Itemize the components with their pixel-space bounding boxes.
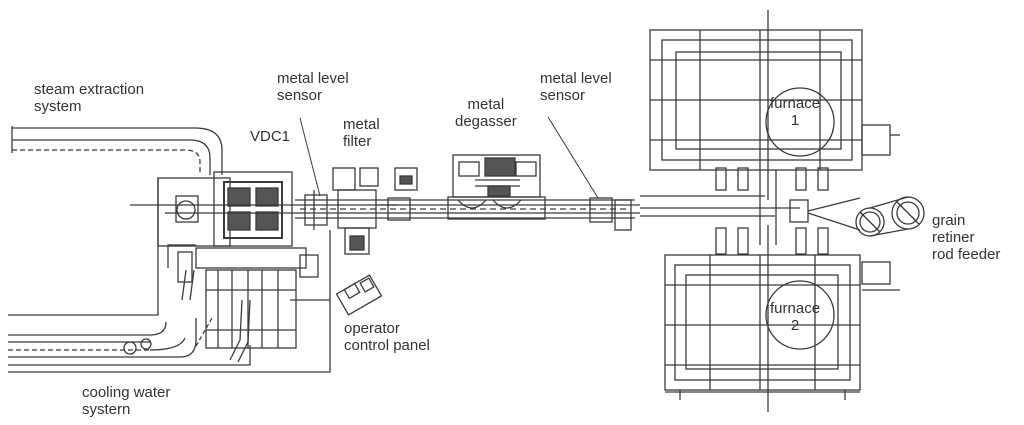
metal-filter-line-1: metal [343,116,380,133]
grain-refiner-line-3: rod feeder [932,246,1001,263]
furnace-2-line-1: furnace [770,300,821,317]
metal-level-sensor-2-line-1: metal level [540,70,612,87]
steam-extraction-label: steam extraction system [34,81,144,115]
metal-filter [332,167,418,255]
metal-level-sensor-2-label: metal level sensor [540,70,612,104]
steam-extraction-line-1: steam extraction [34,81,145,98]
steam-extraction-duct [11,126,223,175]
metal-degasser-label: metal degasser [455,96,517,130]
furnace-2-line-2: 2 [790,317,800,334]
grain-refiner-label: grain retiner rod feeder [932,212,1000,263]
operator-panel-line-2: control panel [344,337,430,354]
furnace-2 [664,225,900,412]
cooling-water-line-1: cooling water [82,384,171,401]
metal-level-sensor-1-line-1: metal level [277,70,349,87]
furnace-2-label: furnace 2 [770,300,820,334]
operator-control-panel [335,274,383,316]
grain-refiner-line-1: grain [932,212,966,229]
furnace-1-line-2: 1 [790,112,800,129]
cooling-water-pipes [8,269,251,363]
metal-degasser [447,154,546,220]
metal-degasser-line-1: metal [467,96,505,113]
furnace-1-line-1: furnace [770,95,821,112]
cooling-water-line-2: systern [82,401,131,418]
metal-level-sensor-1-line-2: sensor [277,87,323,104]
operator-panel-label: operator control panel [344,320,430,354]
operator-panel-line-1: operator [344,320,400,337]
metal-level-sensor-2 [547,116,632,231]
metal-filter-line-2: filter [343,133,372,150]
vdc1-label: VDC1 [250,128,291,145]
cooling-water-label: cooling water systern [82,384,170,418]
metal-filter-label: metal filter [343,116,380,150]
grain-refiner-feeder [789,196,925,237]
furnace-1 [649,10,900,245]
metal-degasser-line-2: degasser [455,113,517,130]
furnace-1-label: furnace 1 [770,95,820,129]
steam-extraction-line-2: system [34,98,82,115]
grain-refiner-line-2: retiner [932,229,975,246]
metal-level-sensor-1 [299,117,328,230]
metal-level-sensor-1-label: metal level sensor [277,70,349,104]
vdc1-unit [157,171,319,349]
metal-level-sensor-2-line-2: sensor [540,87,586,104]
